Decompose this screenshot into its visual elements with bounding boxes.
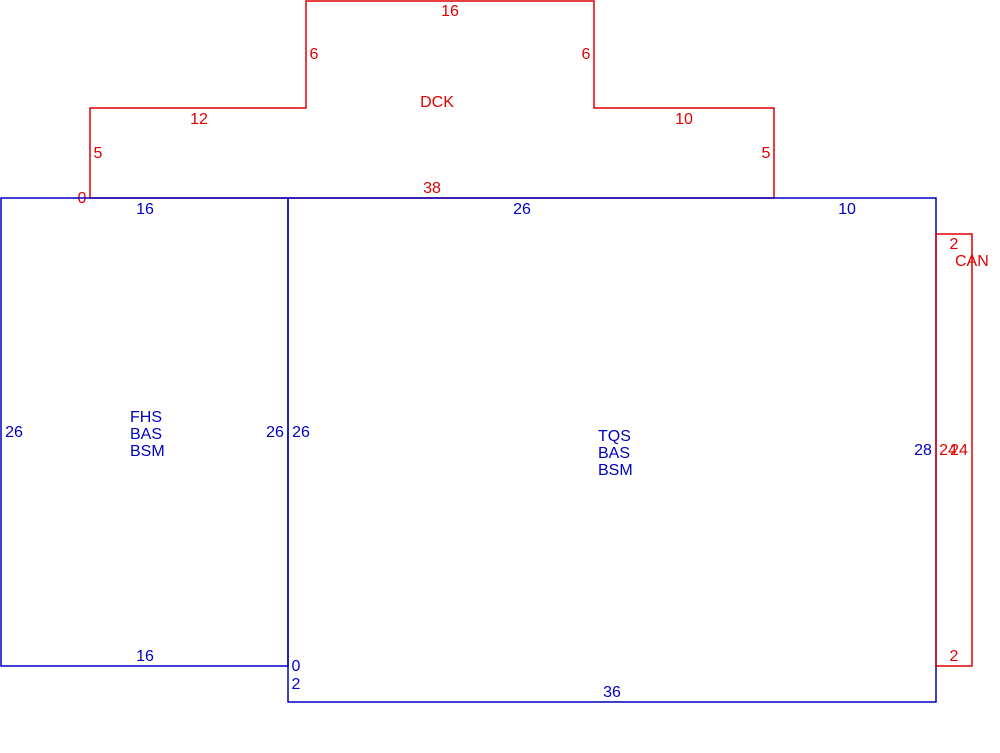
dck-right-run-dim: 10 [675,111,693,128]
tqs-step-top-dim: 0 [292,658,301,675]
can-bottom-dim: 2 [950,648,959,665]
tqs-code-1: TQS [598,428,631,445]
tqs-right-dim: 28 [914,442,932,459]
can-top-dim: 2 [950,236,959,253]
tqs-top-right-dim: 10 [838,201,856,218]
dck-left-side-dim: 5 [94,145,103,162]
can-right-dim: 24 [950,442,968,459]
fhs-left-dim: 26 [5,424,23,441]
fhs-bottom-dim: 16 [136,648,154,665]
dck-bottom-dim: 38 [423,180,441,197]
dck-step-left-rise-dim: 6 [310,46,319,63]
fhs-code-3: BSM [130,443,165,460]
fhs-right-dim: 26 [266,424,284,441]
tqs-step-bottom-dim: 2 [292,676,301,693]
can-area-label: CAN [955,253,989,270]
dck-left-run-dim: 12 [190,111,208,128]
tqs-code-2: BAS [598,445,630,462]
dck-top-dim: 16 [441,3,459,20]
fhs-top-dim: 16 [136,201,154,218]
dck-right-side-dim: 5 [762,145,771,162]
can-outline [935,233,973,667]
tqs-code-3: BSM [598,462,633,479]
fhs-code-1: FHS [130,409,162,426]
dck-outline [89,0,775,199]
tqs-bottom-dim: 36 [603,684,621,701]
dck-area[interactable]: 16 6 6 12 10 5 5 38 0 DCK [78,0,775,207]
fhs-area[interactable]: 16 16 26 26 FHS BAS BSM [0,197,289,667]
tqs-left-dim: 26 [292,424,310,441]
dck-area-label: DCK [420,94,454,111]
tqs-top-left-dim: 26 [513,201,531,218]
tqs-area[interactable]: 26 10 26 28 36 0 2 TQS BAS BSM [287,197,937,703]
can-area[interactable]: 2 2 24 24 CAN [935,233,989,667]
dck-step-right-rise-dim: 6 [582,46,591,63]
fhs-code-2: BAS [130,426,162,443]
can-left-dim: 24 [939,442,957,459]
